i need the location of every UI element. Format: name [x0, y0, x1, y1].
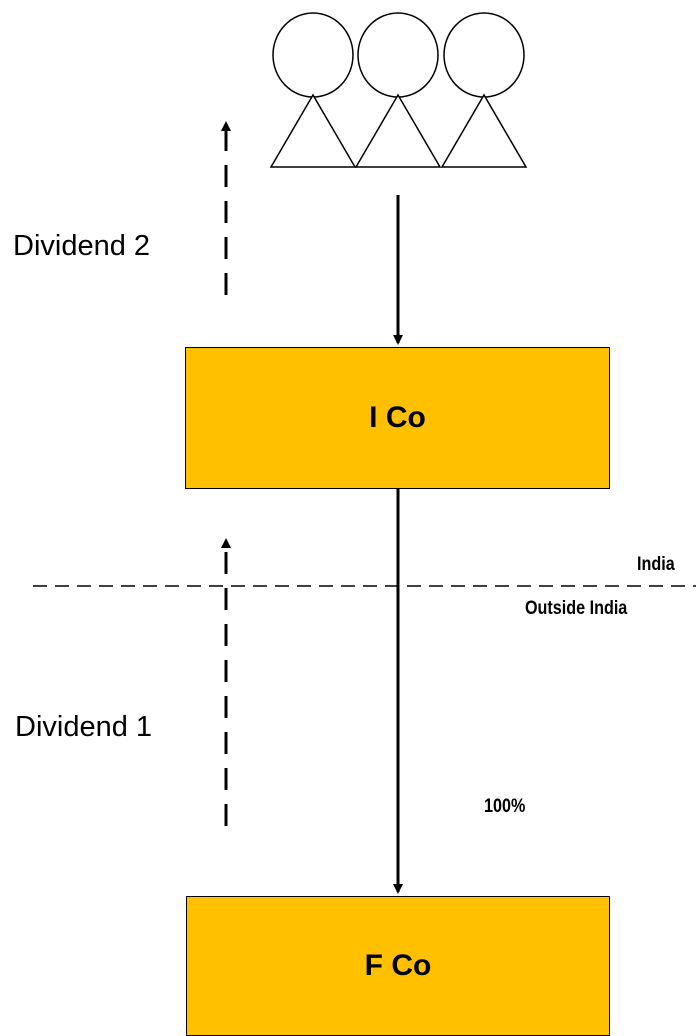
fco-label: F Co — [364, 949, 432, 982]
shareholder-icon — [269, 12, 357, 168]
ico-label: I Co — [369, 401, 426, 434]
dividend-1-label: Dividend 1 — [15, 711, 153, 743]
india-label: India — [637, 554, 675, 575]
dividend-2-label: Dividend 2 — [13, 230, 151, 262]
ico-box: I Co — [185, 347, 610, 489]
fco-box: F Co — [186, 896, 610, 1036]
shareholder-icon — [440, 12, 528, 168]
shareholder-icon — [354, 12, 442, 168]
outside-india-label: Outside India — [525, 598, 628, 619]
ownership-percent-label: 100% — [484, 796, 526, 817]
